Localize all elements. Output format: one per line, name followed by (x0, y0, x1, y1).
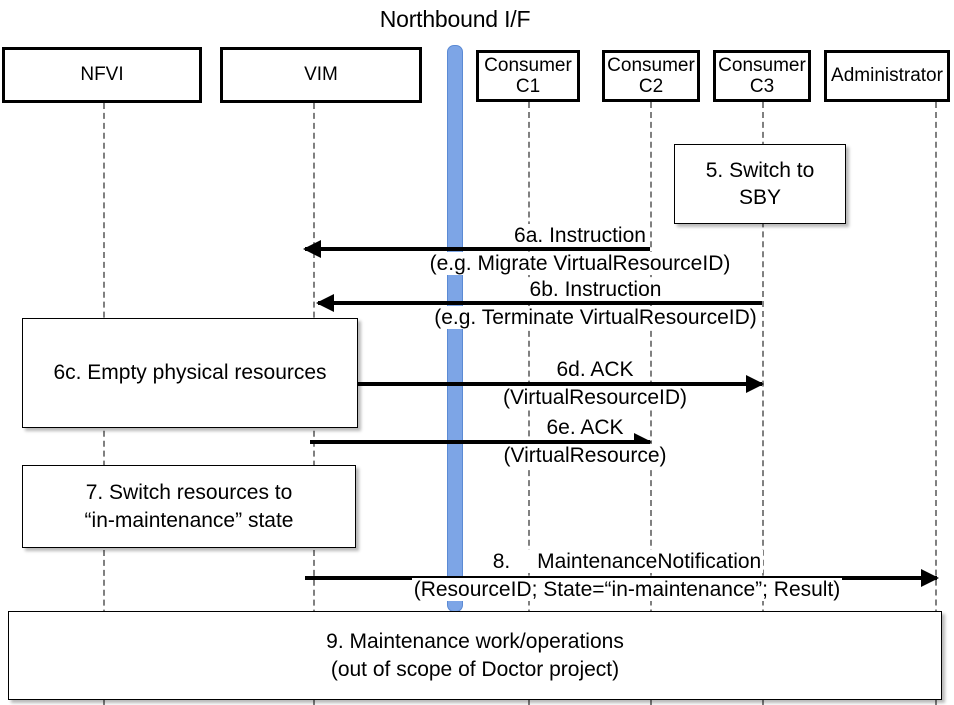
lifeline-admin (935, 102, 937, 705)
page-title: Northbound I/F (379, 6, 531, 32)
message-line-6a (305, 247, 650, 251)
participant-box-vim[interactable]: VIM (220, 47, 422, 103)
message-arrowhead-6a (303, 240, 321, 258)
message-arrowhead-8 (921, 569, 939, 587)
participant-box-c3[interactable]: Consumer C3 (713, 50, 811, 102)
note-box-note9[interactable]: 9. Maintenance work/operations (out of s… (8, 611, 942, 700)
participant-box-c1[interactable]: Consumer C1 (476, 50, 580, 102)
message-line-6d (358, 382, 762, 386)
message-arrowhead-6e (634, 433, 652, 451)
northbound-interface-bar (447, 45, 463, 612)
message-line-8 (305, 576, 937, 580)
note-box-note6c[interactable]: 6c. Empty physical resources (22, 318, 358, 428)
message-line-6b (318, 301, 762, 305)
participant-box-nfvi[interactable]: NFVI (2, 47, 202, 103)
note-box-note7[interactable]: 7. Switch resources to “in-maintenance” … (22, 465, 356, 548)
message-line-6e (310, 440, 650, 444)
participant-box-admin[interactable]: Administrator (824, 50, 950, 102)
note-box-note5[interactable]: 5. Switch to SBY (674, 144, 846, 224)
message-arrowhead-6d (746, 375, 764, 393)
message-arrowhead-6b (316, 294, 334, 312)
lifeline-c3 (762, 102, 764, 705)
participant-box-c2[interactable]: Consumer C2 (602, 50, 700, 102)
